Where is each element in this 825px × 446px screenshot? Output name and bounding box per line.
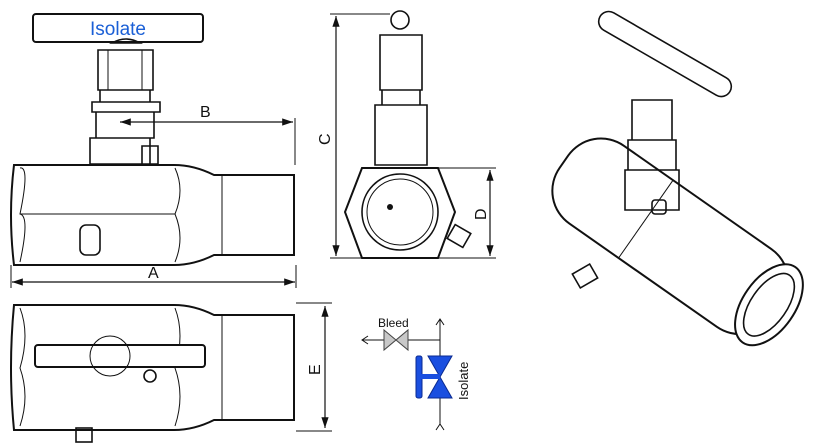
front-view: B A xyxy=(10,13,297,288)
dimension-c-label: C xyxy=(317,133,334,145)
side-view: C D xyxy=(317,10,496,259)
side-bonnet xyxy=(374,34,428,166)
iso-handle xyxy=(597,10,733,98)
dimension-d-label: D xyxy=(473,208,490,220)
handle-top xyxy=(34,344,206,368)
dimension-b-label: B xyxy=(200,104,211,121)
bleed-label: Bleed xyxy=(378,316,409,330)
handle-label-isolate: Isolate xyxy=(90,19,146,40)
isolate-schematic-label: Isolate xyxy=(456,362,471,400)
isometric-view xyxy=(551,10,804,347)
bleed-port xyxy=(79,224,101,256)
schematic-symbol: Bleed Isolate xyxy=(361,316,471,431)
dimension-a-label: A xyxy=(148,265,159,282)
bottom-view: E xyxy=(10,302,332,443)
valve-body xyxy=(10,164,295,266)
bonnet xyxy=(89,38,161,165)
dimension-e-label: E xyxy=(307,364,324,375)
bleed-valve-icon xyxy=(383,328,409,352)
isolate-handle xyxy=(32,13,204,43)
